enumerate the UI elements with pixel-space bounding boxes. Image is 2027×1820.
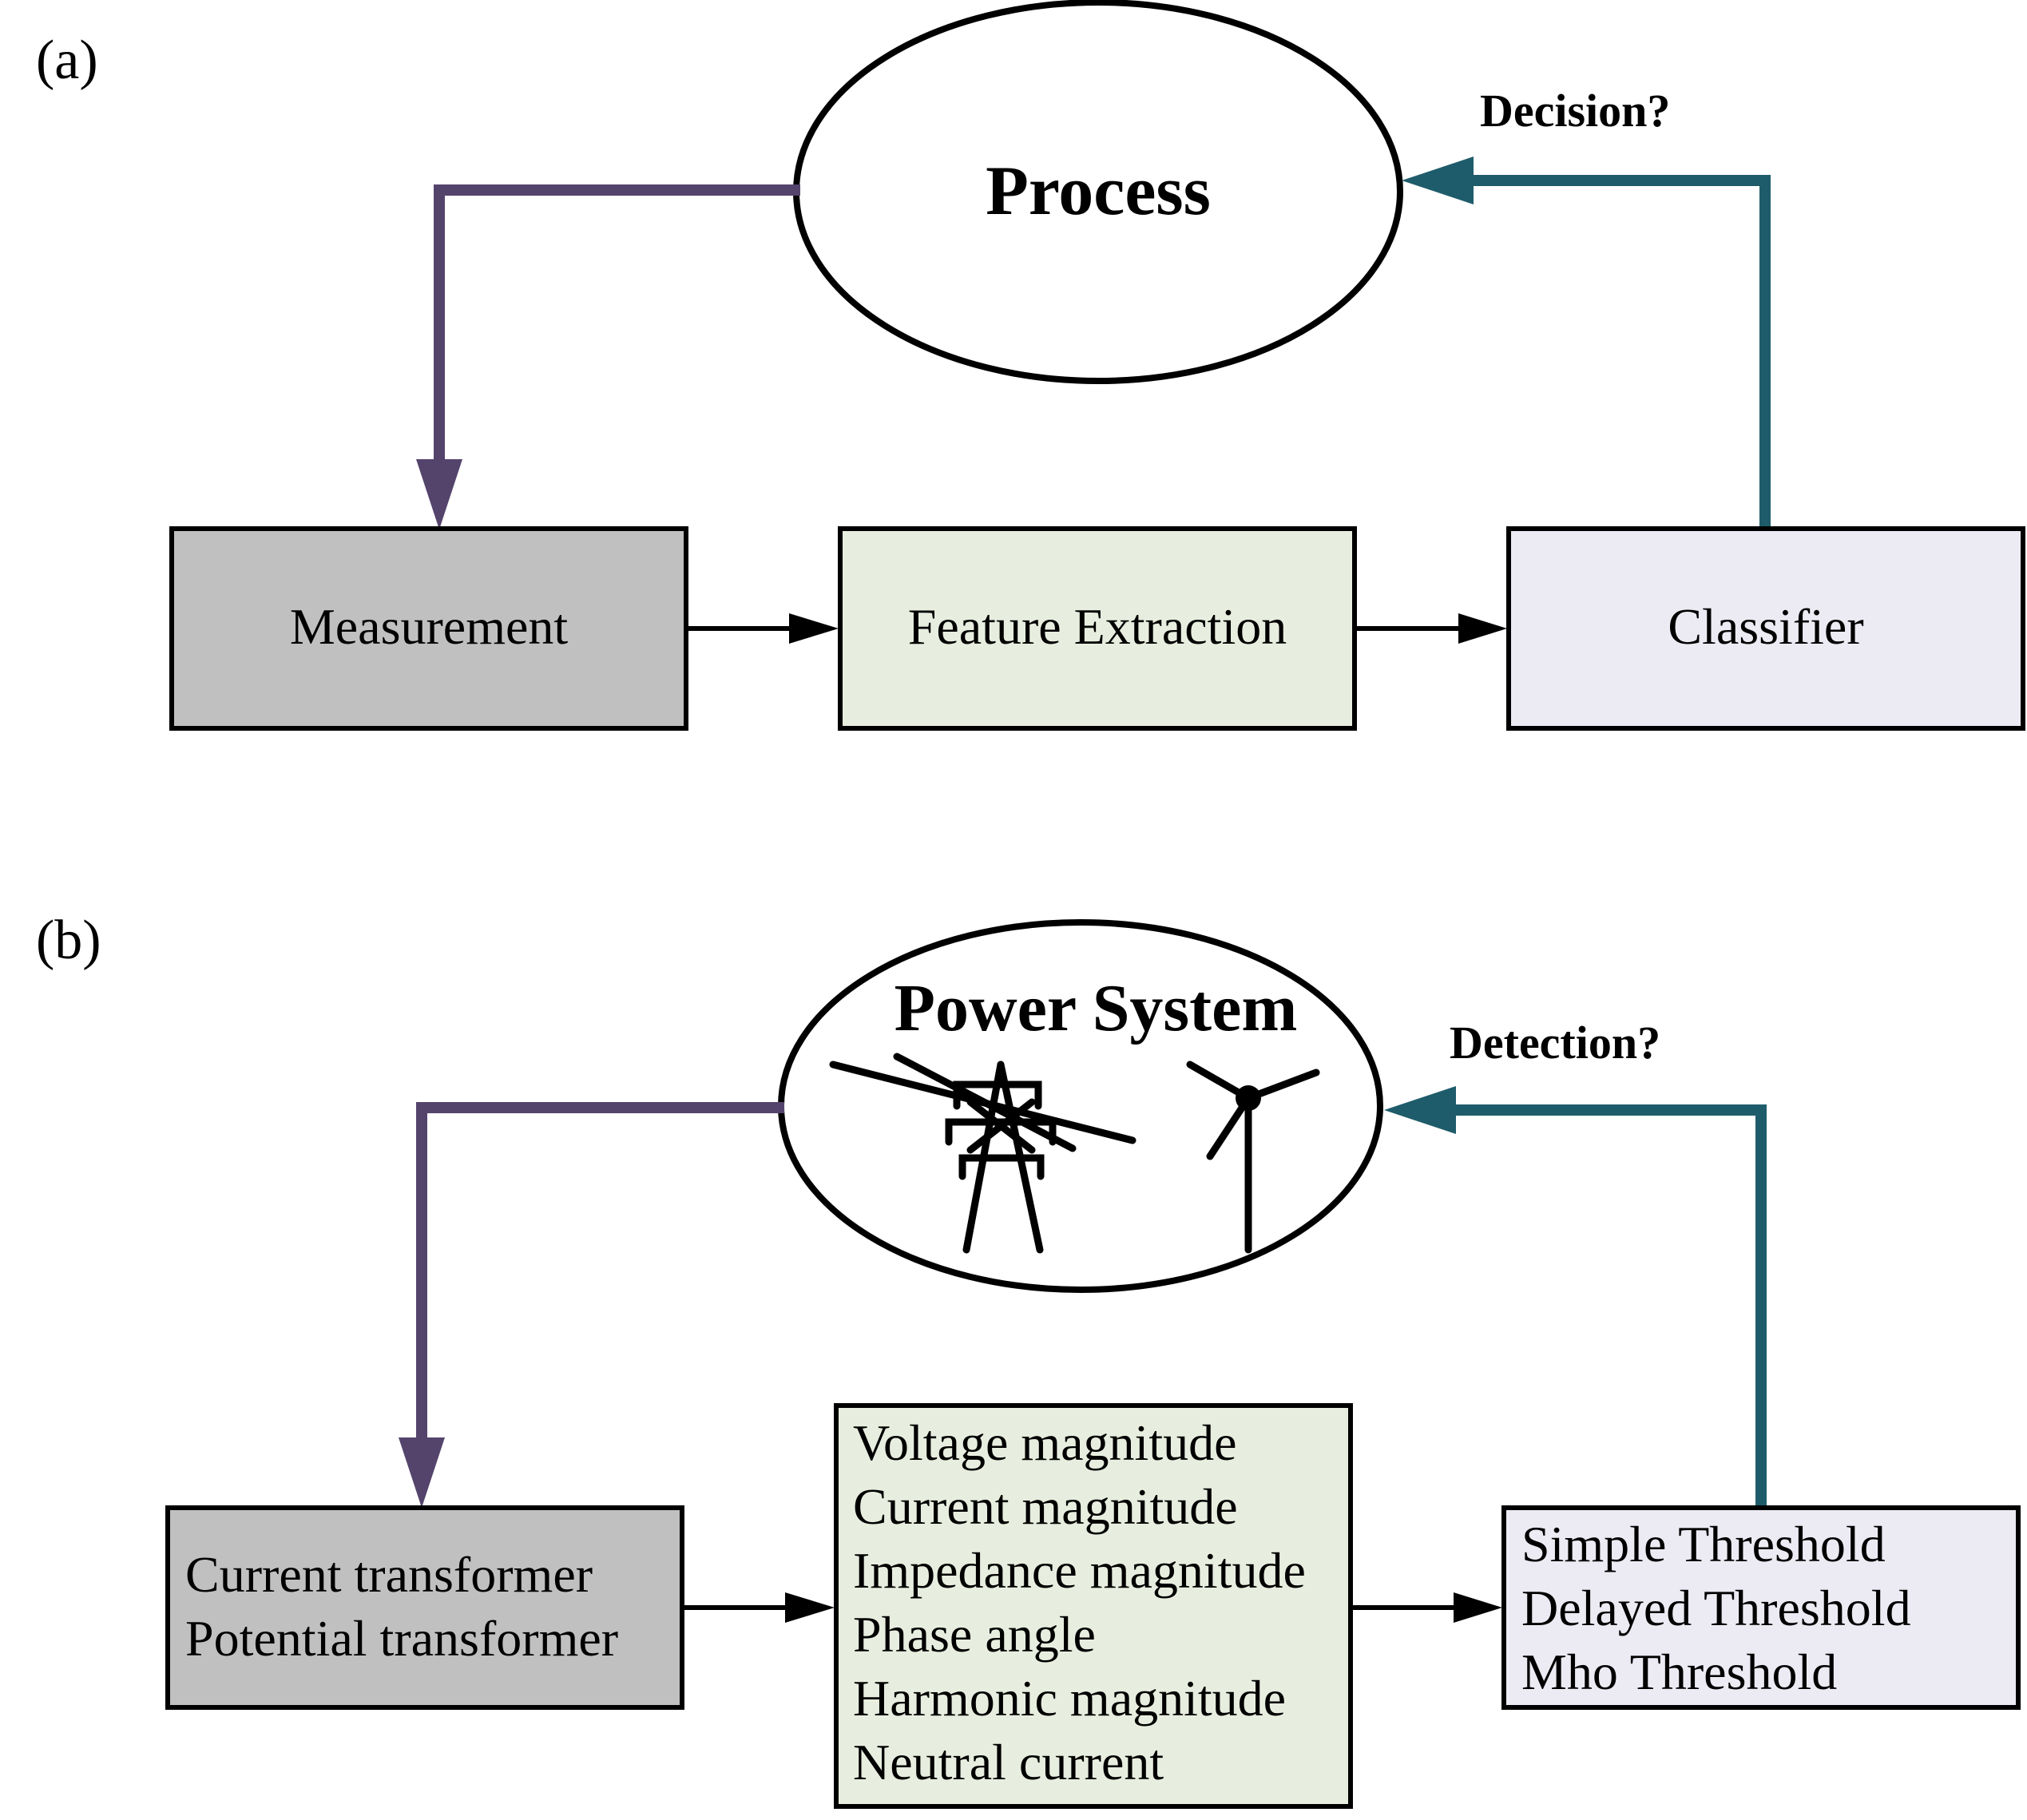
classifier-box <box>1506 526 2025 731</box>
decision-label: Decision? <box>1480 85 1670 137</box>
threshold-line-3: Mho Threshold <box>1521 1644 1837 1700</box>
panel-b-label: (b) <box>36 910 101 971</box>
feature-to-classifier-arrowhead <box>1458 613 1507 644</box>
feature-line-5: Harmonic magnitude <box>853 1670 1286 1727</box>
measurement-to-feature-arrowhead <box>789 613 839 644</box>
process-to-measurement-arrow <box>434 184 800 463</box>
threshold-line-1: Simple Threshold <box>1521 1516 1886 1572</box>
power-system-to-measurement-arrow <box>416 1102 784 1441</box>
classifier-to-process-arrow <box>1470 175 1771 527</box>
threshold-box <box>1501 1505 2021 1710</box>
measurement-box <box>169 526 688 731</box>
feature-extraction-box <box>838 526 1357 731</box>
measurement-label: Measurement <box>290 598 569 655</box>
power-system-label: Power System <box>894 971 1298 1045</box>
detection-label: Detection? <box>1450 1017 1660 1069</box>
transformer-box <box>165 1505 684 1710</box>
feature-line-1: Voltage magnitude <box>853 1414 1237 1471</box>
classifier-to-power-system-arrow <box>1452 1104 1767 1508</box>
panel-a-label: (a) <box>36 30 98 91</box>
feature-line-3: Impedance magnitude <box>853 1542 1306 1599</box>
feature-line-6: Neutral current <box>853 1734 1164 1790</box>
classifier-label: Classifier <box>1668 598 1863 655</box>
panel-a: (a) Process Decision? Measurement Featur… <box>36 0 2025 731</box>
classifier-to-power-system-arrowhead <box>1384 1086 1456 1134</box>
feature-line-2: Current magnitude <box>853 1478 1238 1535</box>
transformer-line-2: Potential transformer <box>185 1610 618 1667</box>
feature-extraction-label: Feature Extraction <box>908 598 1287 655</box>
threshold-line-2: Delayed Threshold <box>1521 1580 1911 1636</box>
transformer-to-feature-arrowhead <box>785 1592 835 1623</box>
panel-b: (b) Power System Detection? <box>36 910 2021 1809</box>
wind-turbine-icon <box>1186 1061 1320 1254</box>
feature-list-box <box>834 1403 1353 1809</box>
process-label: Process <box>986 153 1211 230</box>
transmission-tower-icon <box>829 1053 1136 1254</box>
transformer-line-1: Current transformer <box>185 1546 593 1603</box>
classifier-to-process-arrowhead <box>1402 157 1474 204</box>
feature-to-threshold-arrowhead <box>1454 1592 1502 1623</box>
power-system-to-measurement-arrowhead <box>399 1437 445 1508</box>
feature-line-4: Phase angle <box>853 1606 1096 1663</box>
process-to-measurement-arrowhead <box>416 459 462 529</box>
